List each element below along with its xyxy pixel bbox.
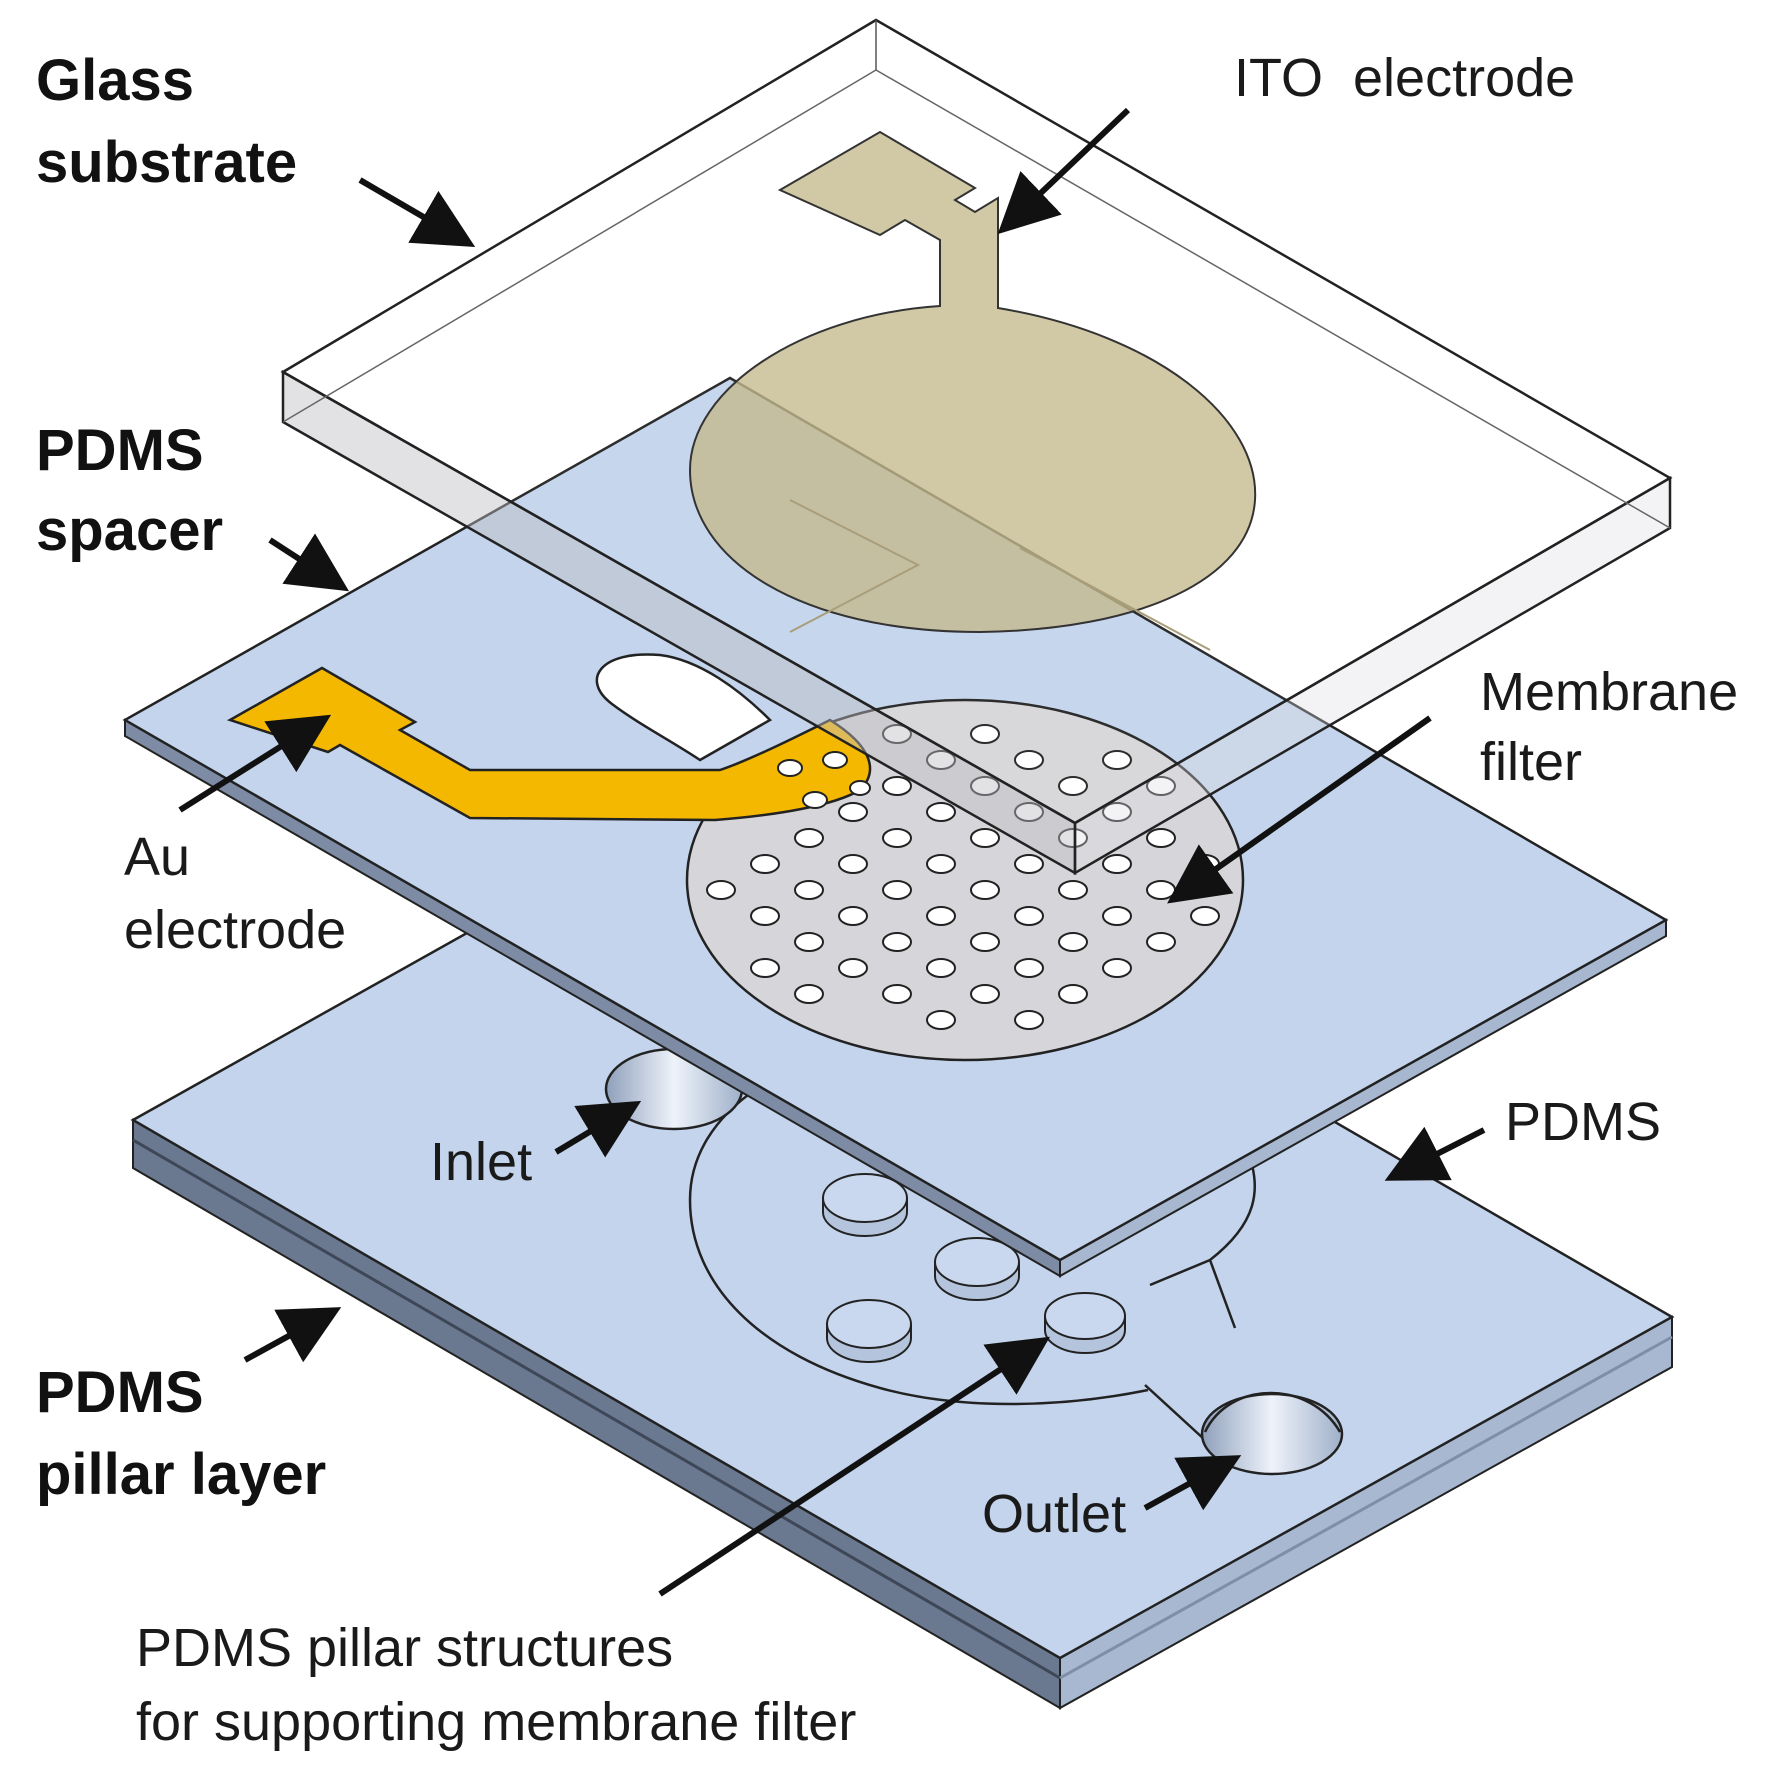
membrane-pore (926, 906, 956, 926)
membrane-pore (1058, 880, 1088, 900)
ito-electrode (688, 130, 1257, 634)
membrane-pore (794, 880, 824, 900)
au-electrode-arrow (178, 714, 332, 813)
pillar-layer-edge-line (132, 1138, 1061, 1680)
membrane-pore (1102, 854, 1132, 874)
label-pdms: PDMS (1505, 1092, 1661, 1152)
membrane-pore (1014, 750, 1044, 770)
membrane-pore (1058, 828, 1088, 848)
ito-overlap-line (789, 499, 1211, 651)
pdms-spacer-arrow (268, 533, 350, 592)
pillar (822, 1173, 908, 1237)
membrane-pore (970, 724, 1000, 744)
pillar-structures-arrow (658, 1336, 1051, 1597)
membrane-pore (926, 958, 956, 978)
membrane-pore (1014, 958, 1044, 978)
membrane-pore (1014, 1010, 1044, 1030)
membrane-pore (706, 880, 736, 900)
pillar (1044, 1292, 1126, 1354)
membrane-pore (1146, 776, 1176, 796)
membrane-pore (794, 984, 824, 1004)
membrane-pore (970, 880, 1000, 900)
membrane-pore (926, 1010, 956, 1030)
au-electrode-pores (777, 751, 871, 809)
membrane-pore (1102, 906, 1132, 926)
membrane-pore (882, 880, 912, 900)
label-ito-electrode: ITO electrode (1234, 48, 1575, 108)
glass-substrate-layer (280, 18, 1673, 876)
membrane-pore (926, 854, 956, 874)
ito-electrode-arrow (997, 107, 1131, 235)
label-inlet: Inlet (430, 1132, 532, 1192)
callout-arrows (178, 107, 1486, 1597)
membrane-pore (1014, 802, 1044, 822)
membrane-pore (882, 776, 912, 796)
membrane-filter-arrow (1167, 715, 1432, 904)
pdms-arrow (1384, 1126, 1486, 1181)
label-pdms-pillar-layer-line2: pillar layer (36, 1442, 326, 1507)
membrane-pore (1146, 880, 1176, 900)
membrane-pore (882, 984, 912, 1004)
membrane-pore (926, 802, 956, 822)
membrane-pore (1058, 932, 1088, 952)
membrane-pore (882, 724, 912, 744)
au-electrode (226, 666, 872, 822)
membrane-pore (750, 854, 780, 874)
membrane-pore (970, 776, 1000, 796)
membrane-pore (970, 984, 1000, 1004)
membrane-pore (1190, 906, 1220, 926)
membrane-pore (750, 906, 780, 926)
glass-hidden-edge (875, 69, 1671, 529)
membrane-pore (1102, 802, 1132, 822)
label-membrane-filter-line2: filter (1480, 732, 1582, 792)
outlet-channel (1144, 1259, 1237, 1441)
label-pillar-structures-line1: PDMS pillar structures (136, 1618, 673, 1678)
membrane-pore (970, 932, 1000, 952)
label-glass-substrate-line1: Glass (36, 48, 194, 113)
membrane-pore (1014, 854, 1044, 874)
membrane-pore (794, 828, 824, 848)
membrane-pore (838, 854, 868, 874)
pillar-group (822, 1173, 1126, 1363)
inlet-arrow (554, 1100, 642, 1158)
label-au-electrode-line2: electrode (124, 900, 346, 960)
membrane-pore (970, 828, 1000, 848)
pillar-layer-edge-line-right (1059, 1335, 1673, 1680)
outlet-arrow (1143, 1455, 1242, 1511)
pillar (826, 1299, 912, 1363)
label-pdms-spacer-line2: spacer (36, 498, 223, 563)
label-membrane-filter-line1: Membrane (1480, 662, 1738, 722)
labels: Glass substrate ITO electrode PDMS space… (36, 48, 1738, 1752)
label-au-electrode-line1: Au (124, 827, 190, 887)
membrane-pore (882, 932, 912, 952)
membrane-pore (882, 828, 912, 848)
pdms-pillar-layer-arrow (243, 1307, 342, 1363)
outlet-channel-curve (1203, 1391, 1342, 1433)
glass-hidden-edge (282, 69, 877, 423)
label-glass-substrate-line2: substrate (36, 130, 297, 195)
membrane-pore (750, 958, 780, 978)
label-pdms-spacer-line1: PDMS (36, 418, 204, 483)
label-pillar-structures-line2: for supporting membrane filter (136, 1692, 856, 1752)
membrane-pore (1058, 776, 1088, 796)
label-outlet: Outlet (982, 1484, 1126, 1544)
membrane-pore (1146, 828, 1176, 848)
membrane-pore (838, 906, 868, 926)
membrane-pore (838, 958, 868, 978)
label-pdms-pillar-layer-line1: PDMS (36, 1360, 204, 1425)
spacer-inlet-cutout (595, 653, 773, 762)
membrane-pore (838, 802, 868, 822)
membrane-pore (794, 932, 824, 952)
membrane-pore (1102, 958, 1132, 978)
membrane-pore (1014, 906, 1044, 926)
glass-substrate-arrow (358, 177, 476, 248)
pdms-pillar-layer (130, 777, 1675, 1710)
membrane-pore (926, 750, 956, 770)
pillar (934, 1237, 1020, 1301)
membrane-pore (1146, 932, 1176, 952)
membrane-pore (1058, 984, 1088, 1004)
membrane-pore (1102, 750, 1132, 770)
